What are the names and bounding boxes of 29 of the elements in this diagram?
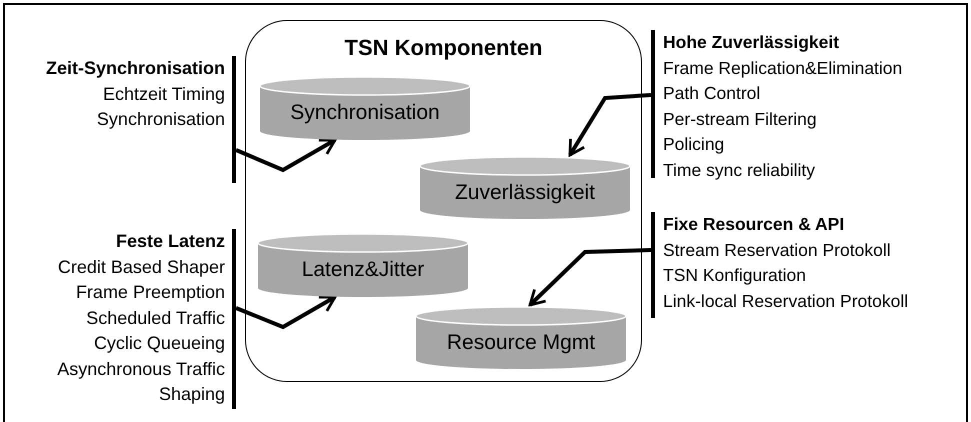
container-title: TSN Komponenten (344, 34, 544, 62)
list-heading: Fixe Resourcen & API (663, 213, 846, 236)
list-heading: Feste Latenz (114, 230, 225, 253)
list-item: Synchronisation (96, 108, 225, 131)
list-item: Cyclic Queueing (92, 332, 225, 355)
list-item: Echtzeit Timing (102, 82, 225, 106)
arrow (235, 138, 336, 172)
arrow (568, 93, 652, 156)
rounded-container (245, 20, 642, 382)
arrow (528, 248, 652, 306)
list-item: Time sync reliability (663, 158, 816, 182)
list-heading: Hohe Zuverlässigkeit (663, 31, 840, 54)
cylinder-label: Zuverlässigkeit (454, 180, 596, 206)
list-item: Scheduled Traffic (85, 306, 225, 330)
cylinder-label: Resource Mgmt (446, 330, 596, 356)
list-item: Stream Reservation Protokoll (663, 238, 892, 262)
cylinder-label: Synchronisation (289, 100, 441, 126)
list-item: Per-stream Filtering (663, 108, 818, 131)
list-item: Credit Based Shaper (56, 256, 225, 279)
arrow (235, 295, 336, 330)
list-item: Frame Preemption (74, 281, 225, 304)
list-item: Path Control (663, 82, 762, 105)
list-item: Policing (663, 133, 726, 156)
list-item: TSN Konfiguration (663, 264, 807, 287)
list-heading: Zeit-Synchronisation (44, 57, 225, 80)
list-item: Frame Replication&Elimination (663, 56, 904, 80)
list-item: Link-local Reservation Protokoll (663, 290, 910, 312)
cylinder-label: Latenz&Jitter (300, 257, 426, 283)
list-item: Asynchronous Traffic Shaping (56, 358, 225, 406)
